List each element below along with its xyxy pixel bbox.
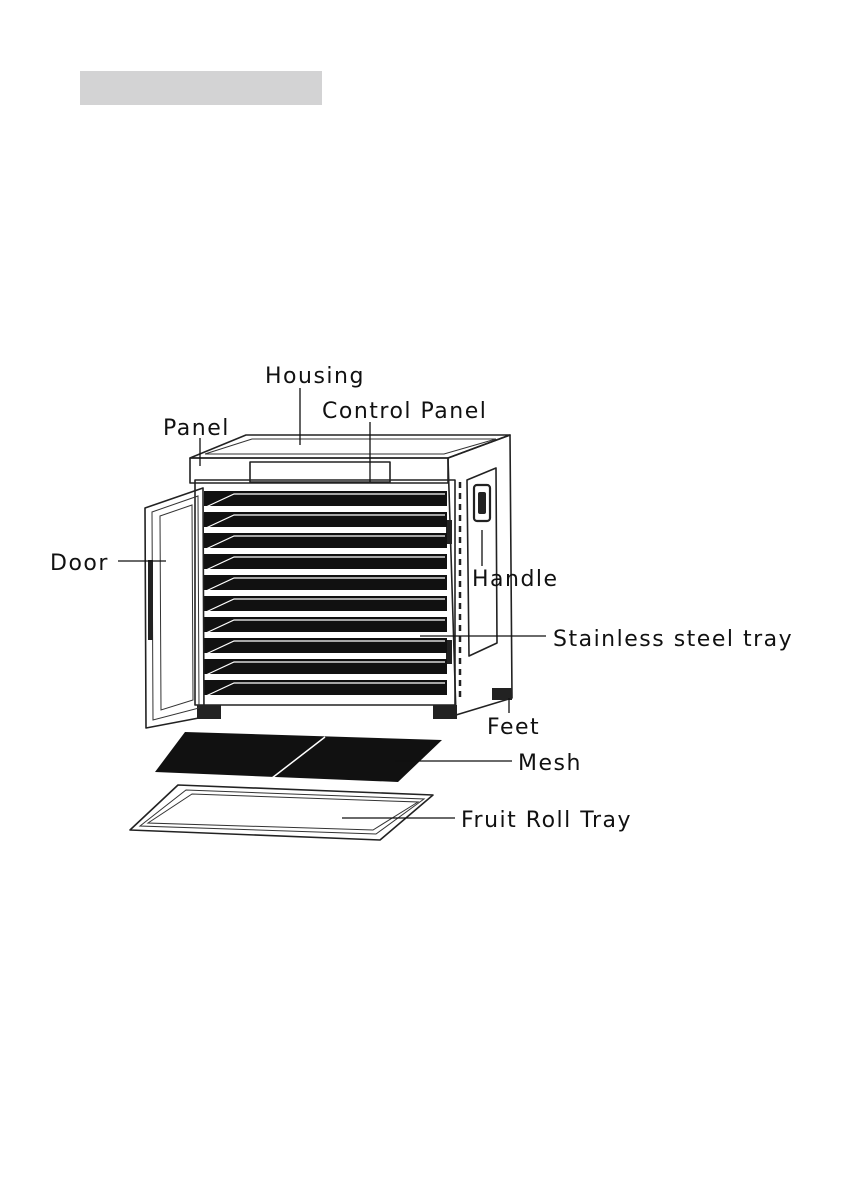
label-panel: Panel — [163, 416, 230, 441]
tray-3 — [204, 533, 447, 548]
label-stainless-steel-tray: Stainless steel tray — [553, 627, 793, 652]
stainless-steel-trays — [204, 491, 447, 696]
tray-5 — [204, 575, 447, 590]
tray-1 — [204, 491, 447, 506]
foot-right — [433, 705, 457, 719]
label-control-panel: Control Panel — [322, 399, 487, 424]
label-feet: Feet — [487, 715, 540, 740]
label-fruit-roll-tray: Fruit Roll Tray — [461, 808, 632, 833]
tray-4 — [204, 554, 447, 569]
label-handle: Handle — [472, 567, 559, 592]
fruit-roll-tray — [130, 785, 433, 840]
tray-7 — [204, 617, 447, 632]
label-mesh: Mesh — [518, 751, 582, 776]
label-housing: Housing — [265, 364, 365, 389]
tray-9 — [204, 659, 447, 674]
label-door: Door — [50, 551, 109, 576]
tray-2 — [204, 512, 447, 527]
mesh — [155, 732, 442, 782]
tray-10 — [204, 680, 447, 695]
tray-8 — [204, 638, 447, 653]
control-panel — [250, 462, 390, 482]
tray-6 — [204, 596, 447, 611]
